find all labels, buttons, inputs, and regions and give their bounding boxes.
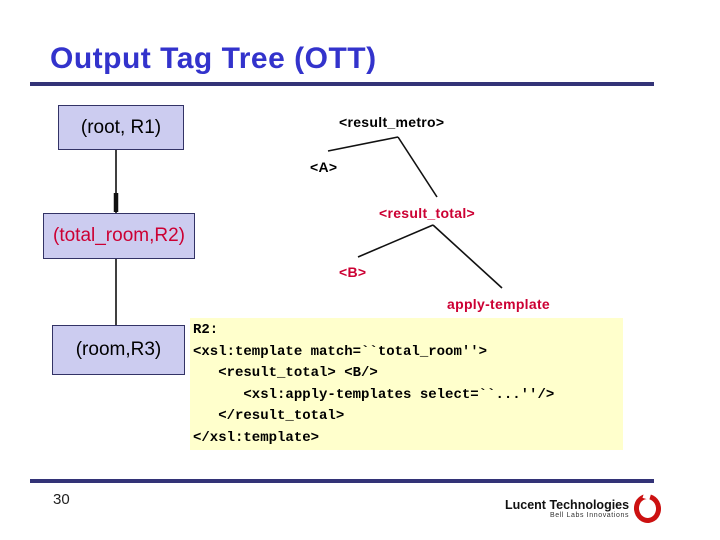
tree-node-room-r3: (room,R3) — [52, 325, 185, 375]
lucent-logo: Lucent Technologies Bell Labs Innovation… — [505, 492, 663, 525]
tree-node-root-r1: (root, R1) — [58, 105, 184, 150]
logo-text: Lucent Technologies Bell Labs Innovation… — [505, 498, 629, 519]
page-number: 30 — [53, 491, 70, 508]
slide-title: Output Tag Tree (OTT) — [50, 42, 377, 75]
innovation-ring-icon — [632, 492, 663, 525]
code-line: <xsl:apply-templates select=``...''/> — [193, 386, 555, 403]
footer-rule — [30, 479, 654, 483]
logo-tagline: Bell Labs Innovations — [549, 512, 630, 519]
logo-name: Lucent Technologies — [505, 498, 630, 512]
label-result-total: <result_total> — [379, 205, 476, 221]
tree-node-label: (room,R3) — [75, 339, 162, 360]
code-line: </result_total> — [193, 408, 345, 424]
label-b: <B> — [339, 264, 367, 280]
label-a: <A> — [310, 159, 338, 175]
code-line: <xsl:template match=``total_room''> — [193, 343, 488, 360]
tree-node-label: (root, R1) — [80, 116, 162, 138]
code-panel: R2: <xsl:template match=``total_room''> … — [190, 318, 623, 450]
code-line: <result_total> <B/> — [193, 365, 378, 381]
code-line: R2: — [193, 322, 219, 338]
tree-node-label: (total_room,R2) — [53, 225, 185, 246]
tree-node-total-room-r2: (total_room,R2) — [43, 213, 195, 259]
ring-notch — [642, 492, 652, 500]
label-result-metro: <result_metro> — [339, 114, 445, 130]
code-line: </xsl:template> — [193, 429, 320, 446]
title-underline — [30, 82, 654, 86]
label-apply-template: apply-template — [447, 296, 550, 312]
